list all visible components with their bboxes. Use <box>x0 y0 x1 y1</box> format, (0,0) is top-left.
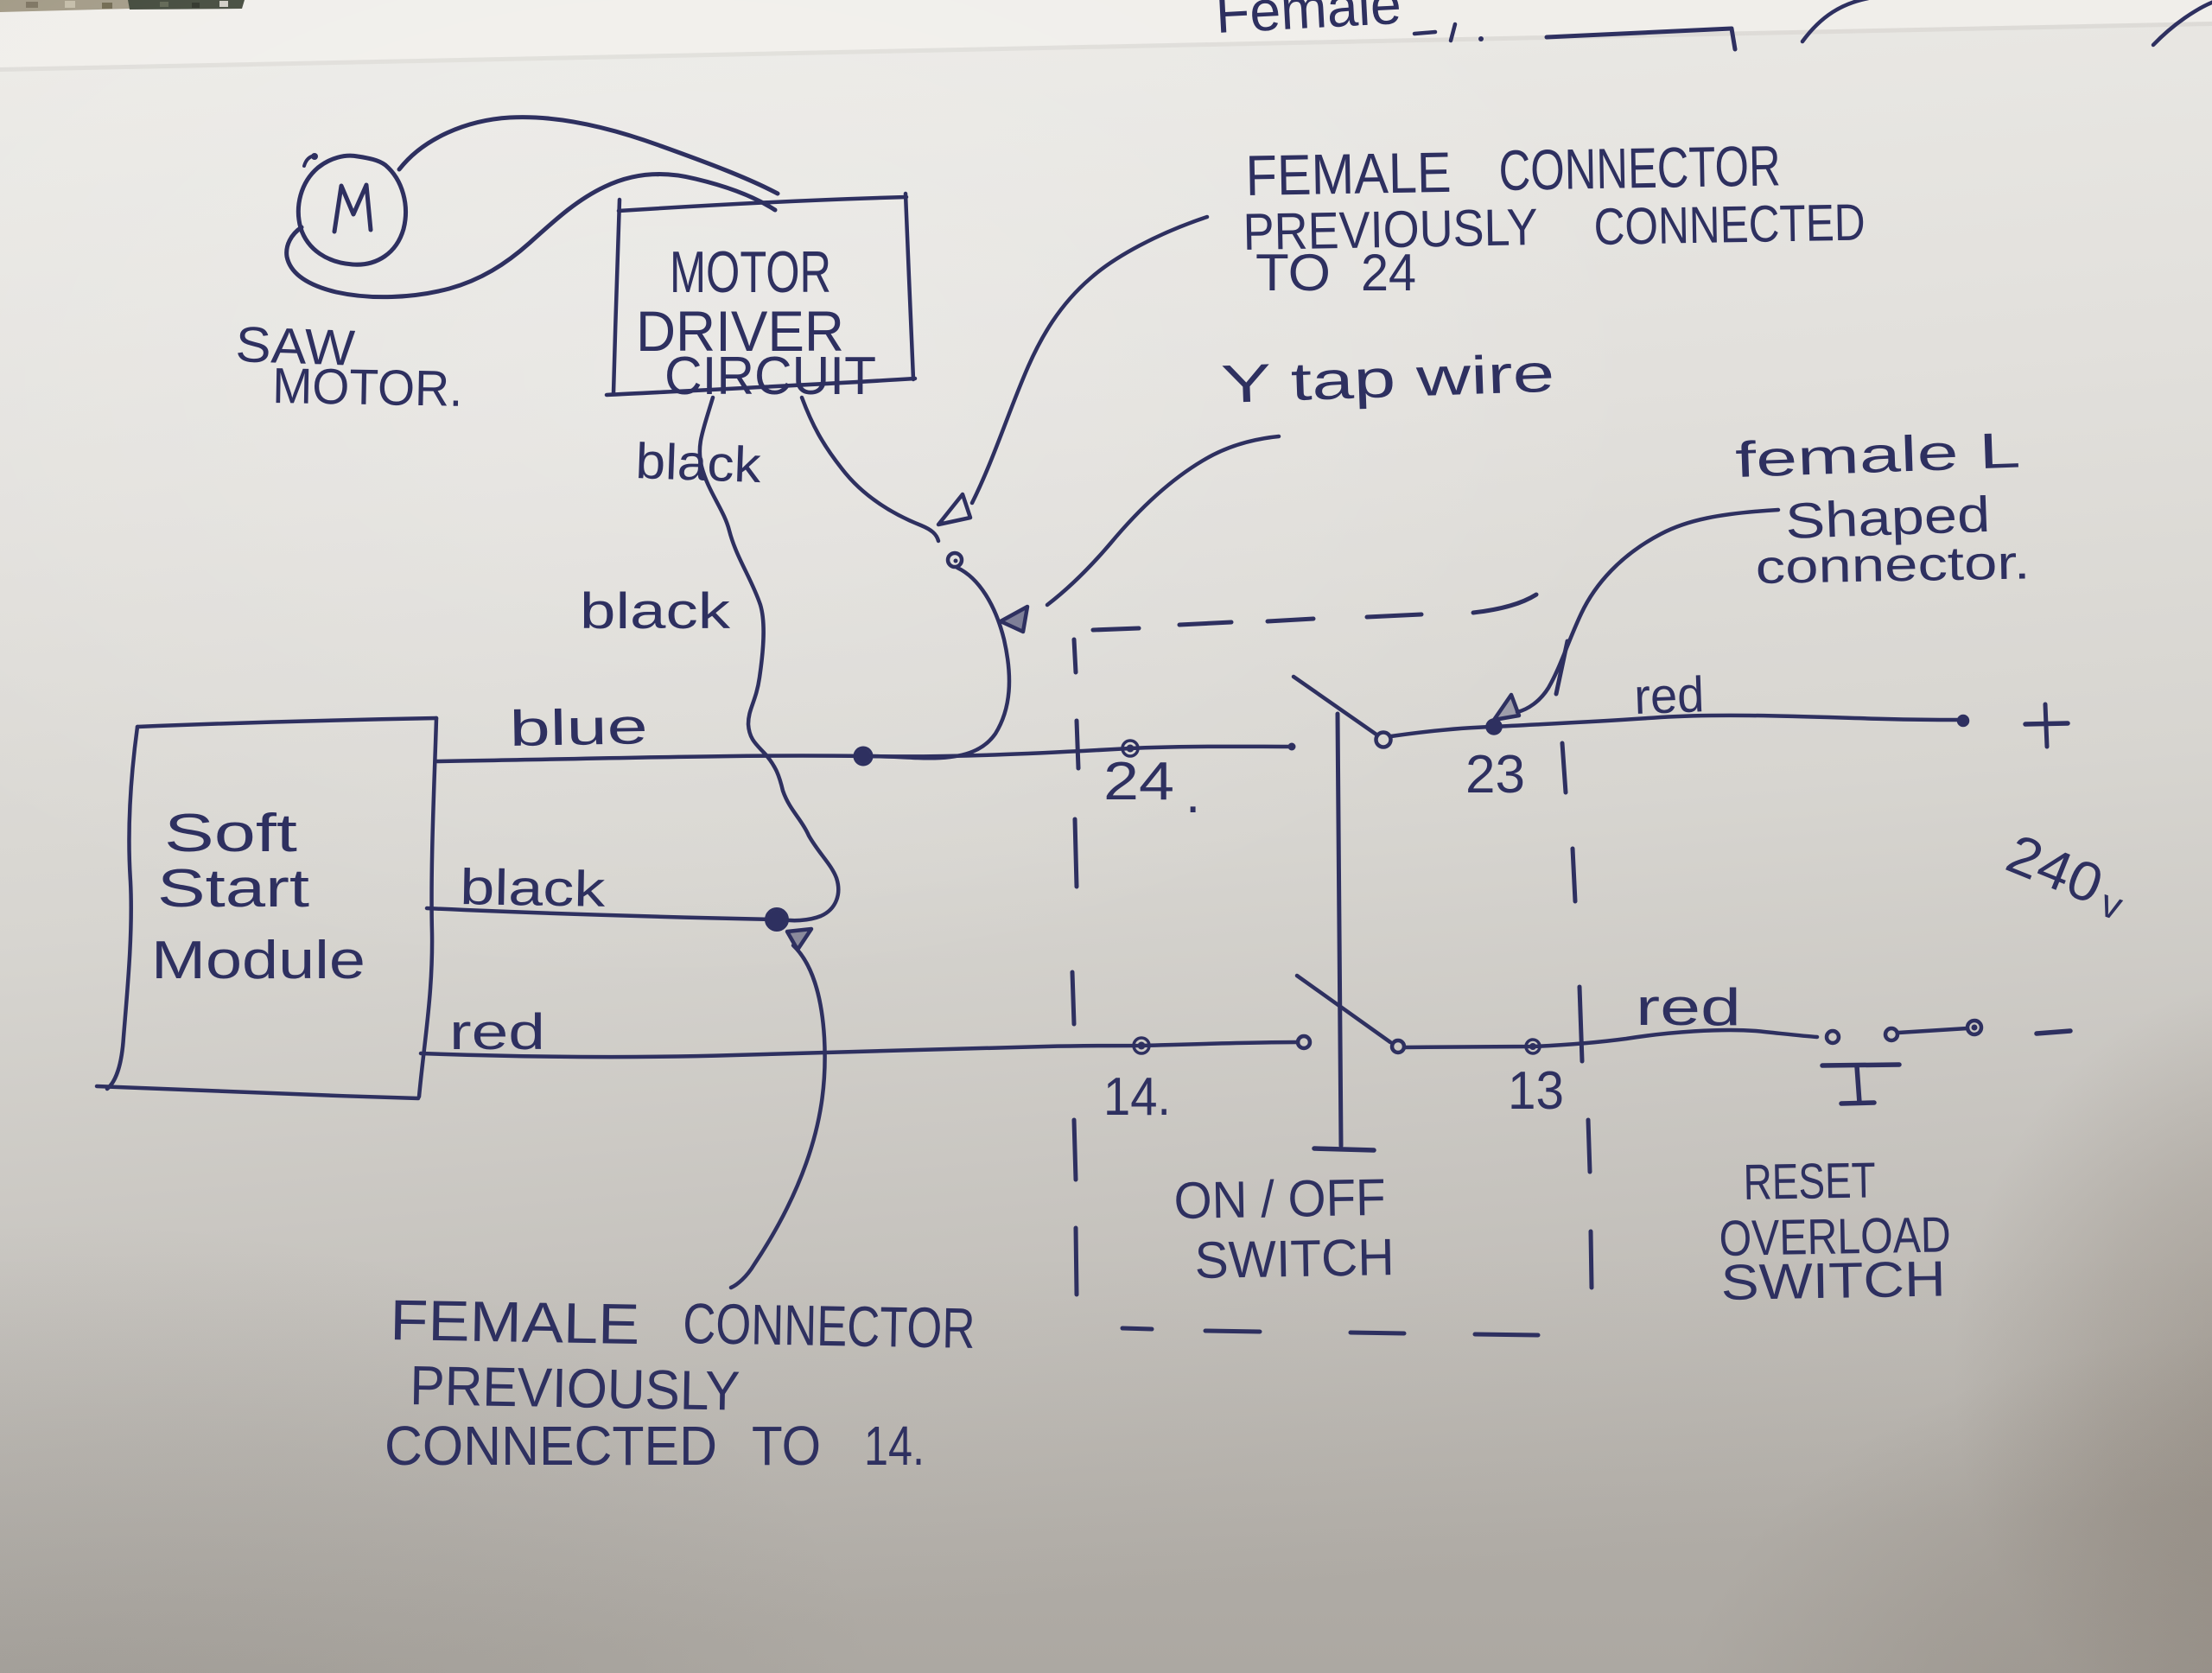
svg-text:24: 24 <box>1103 752 1174 811</box>
svg-text:Module: Module <box>151 931 365 990</box>
svg-text:CONNECTOR: CONNECTOR <box>1498 133 1781 202</box>
svg-text:SWITCH: SWITCH <box>1194 1228 1395 1289</box>
svg-text:PREVIOUSLY: PREVIOUSLY <box>1243 198 1538 261</box>
svg-text:OVERLOAD: OVERLOAD <box>1719 1206 1951 1267</box>
svg-text:PREVIOUSLY: PREVIOUSLY <box>410 1354 741 1422</box>
svg-text:CONNECTOR: CONNECTOR <box>683 1291 976 1360</box>
svg-text:CONNECTED: CONNECTED <box>385 1415 717 1477</box>
svg-text:red: red <box>1636 978 1741 1036</box>
svg-text:Shaped: Shaped <box>1784 487 1991 550</box>
svg-text:TO: TO <box>1255 244 1331 302</box>
svg-text:14.: 14. <box>864 1415 925 1477</box>
svg-text:CONNECTED: CONNECTED <box>1593 194 1866 256</box>
svg-text:MOTOR: MOTOR <box>670 239 831 305</box>
svg-text:RESET: RESET <box>1743 1152 1876 1211</box>
svg-text:23: 23 <box>1465 745 1525 805</box>
svg-text:black: black <box>460 859 607 918</box>
svg-text:female L: female L <box>1734 423 2021 488</box>
svg-text:red: red <box>449 1004 545 1060</box>
svg-text:MOTOR.: MOTOR. <box>272 358 463 417</box>
svg-text:Soft: Soft <box>164 804 297 863</box>
svg-text:ON / OFF: ON / OFF <box>1173 1168 1386 1230</box>
svg-text:SAW: SAW <box>235 316 356 377</box>
svg-text:connector.: connector. <box>1755 535 2031 594</box>
svg-text:red: red <box>1633 666 1705 725</box>
svg-text:14.: 14. <box>1103 1067 1171 1127</box>
svg-text:TO: TO <box>752 1415 821 1477</box>
svg-text:FEMALE: FEMALE <box>1245 140 1452 207</box>
svg-text:Y tap wire: Y tap wire <box>1220 344 1555 415</box>
svg-text:DRIVER: DRIVER <box>636 299 844 363</box>
svg-text:CIRCUIT: CIRCUIT <box>664 347 876 406</box>
svg-text:13: 13 <box>1508 1061 1564 1121</box>
svg-text:black: black <box>635 433 763 493</box>
svg-text:FEMALE: FEMALE <box>390 1288 640 1356</box>
svg-text:SWITCH: SWITCH <box>1720 1250 1946 1311</box>
svg-text:.: . <box>1185 765 1200 824</box>
svg-text:black: black <box>580 583 731 639</box>
svg-text:Start: Start <box>157 859 309 919</box>
svg-text:blue: blue <box>509 698 648 757</box>
svg-text:24: 24 <box>1361 244 1416 302</box>
